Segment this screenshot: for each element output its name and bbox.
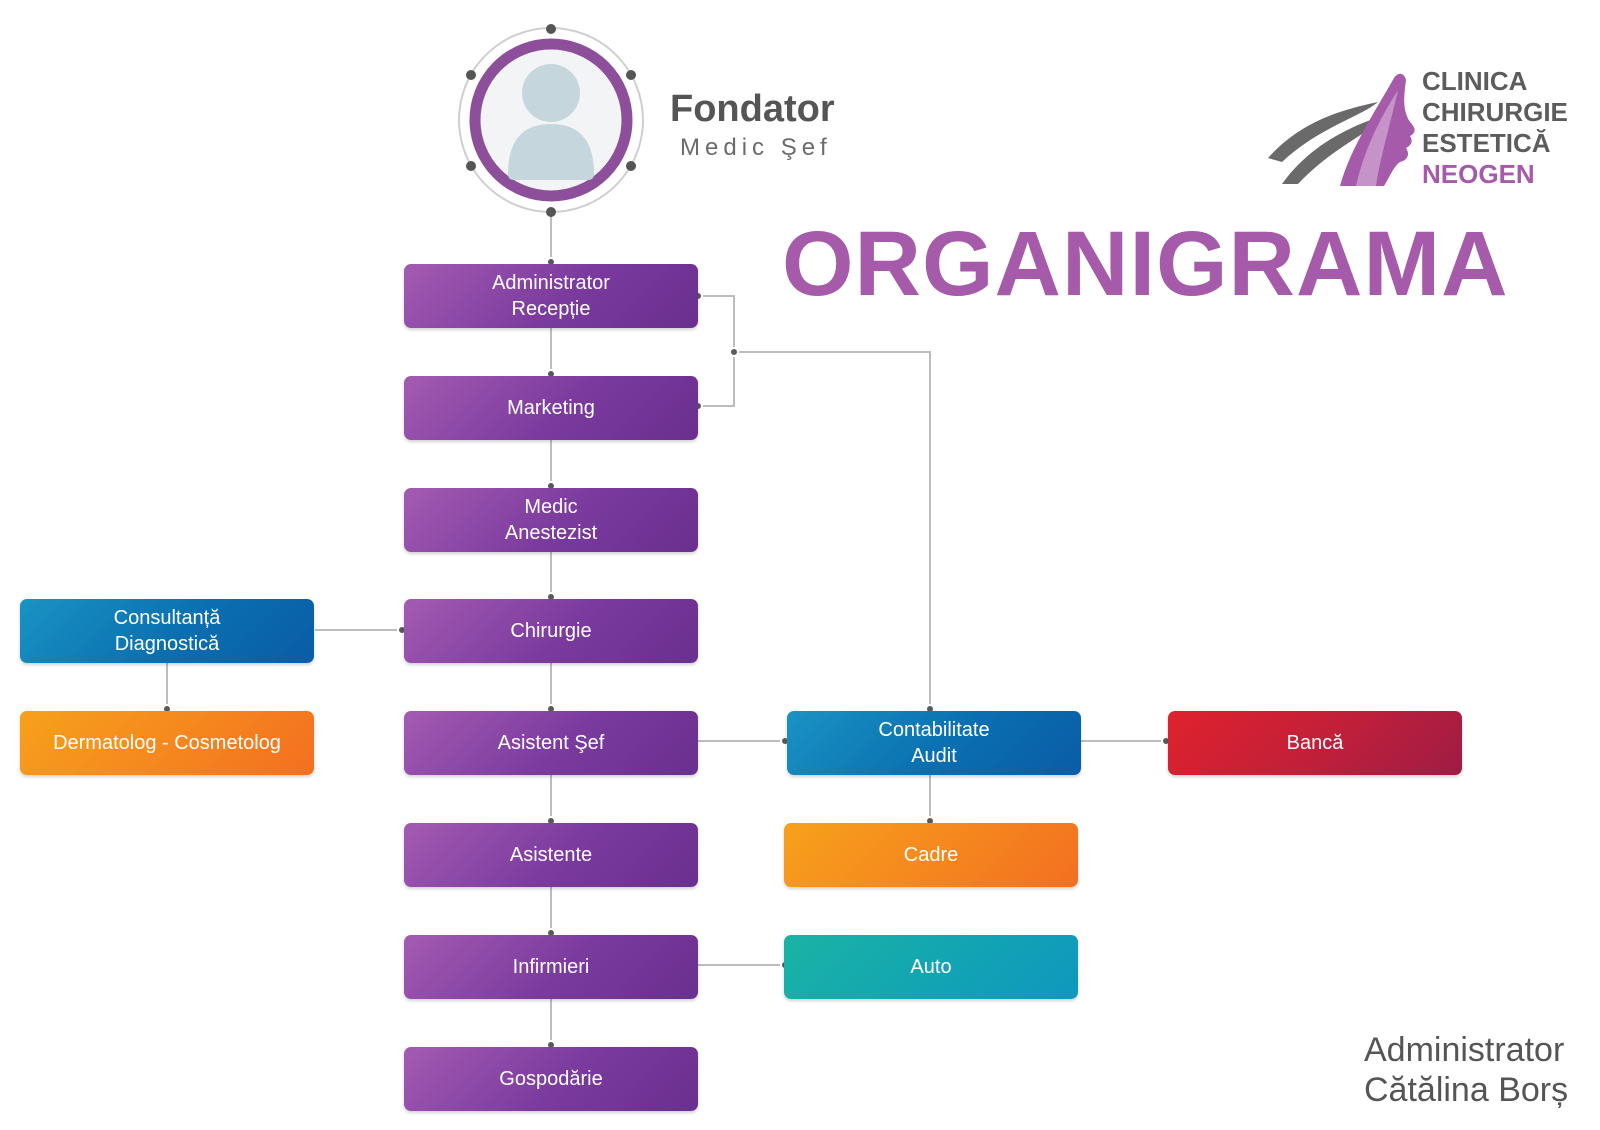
logo-line-1: CLINICA: [1422, 66, 1528, 96]
clinic-logo-text: CLINICA CHIRURGIE ESTETICĂ NEOGEN: [1422, 66, 1568, 190]
node-label: Asistente: [509, 844, 593, 866]
node-asistent-sef: Asistent Şef: [404, 711, 698, 775]
node-marketing: Marketing: [404, 376, 698, 440]
node-auto: Auto: [784, 935, 1078, 999]
node-cadre: Cadre: [784, 823, 1078, 887]
node-gospodarie: Gospodărie: [404, 1047, 698, 1111]
node-consultanta-diagnostica: Consultanță Diagnostică: [20, 599, 314, 663]
logo-line-3: ESTETICĂ: [1422, 128, 1551, 158]
neogen-logo-icon: [1268, 73, 1415, 186]
founder-title: Fondator: [670, 88, 835, 130]
node-label: Gospodărie: [499, 1068, 603, 1090]
node-label: Dermatolog - Cosmetolog: [53, 732, 281, 754]
node-contabilitate-audit: Contabilitate Audit: [787, 711, 1081, 775]
node-label: Anestezist: [504, 522, 598, 544]
node-infirmieri: Infirmieri: [404, 935, 698, 999]
node-label: Chirurgie: [510, 620, 592, 642]
node-label: Recepție: [511, 298, 591, 320]
node-label: Auto: [910, 956, 952, 978]
logo-line-4: NEOGEN: [1422, 159, 1535, 189]
node-label: Diagnostică: [114, 633, 220, 655]
node-label: Contabilitate: [878, 719, 990, 741]
node-label: Infirmieri: [512, 956, 590, 978]
page-title: ORGANIGRAMA: [782, 213, 1509, 315]
node-label: Medic: [524, 496, 578, 518]
node-asistente: Asistente: [404, 823, 698, 887]
node-label: Cadre: [903, 844, 959, 866]
administrator-signature: Administrator Cătălina Borș: [1364, 1030, 1568, 1110]
node-label: Marketing: [507, 397, 595, 419]
node-dermatolog-cosmetolog: Dermatolog - Cosmetolog: [20, 711, 314, 775]
node-banca: Bancă: [1168, 711, 1462, 775]
node-label: Consultanță: [113, 607, 221, 629]
connector-dot: [729, 347, 739, 357]
signature-role: Administrator: [1364, 1031, 1565, 1069]
node-administrator-receptie: Administrator Recepție: [404, 264, 698, 328]
founder-avatar: [458, 24, 644, 217]
signature-name: Cătălina Borș: [1364, 1071, 1569, 1109]
node-chirurgie: Chirurgie: [404, 599, 698, 663]
node-label: Asistent Şef: [497, 732, 605, 754]
node-medic-anestezist: Medic Anestezist: [404, 488, 698, 552]
node-label: Bancă: [1286, 732, 1344, 754]
logo-line-2: CHIRURGIE: [1422, 97, 1568, 127]
node-label: Administrator: [492, 272, 610, 294]
founder-subtitle: Medic Şef: [680, 134, 832, 161]
node-label: Audit: [911, 745, 957, 767]
